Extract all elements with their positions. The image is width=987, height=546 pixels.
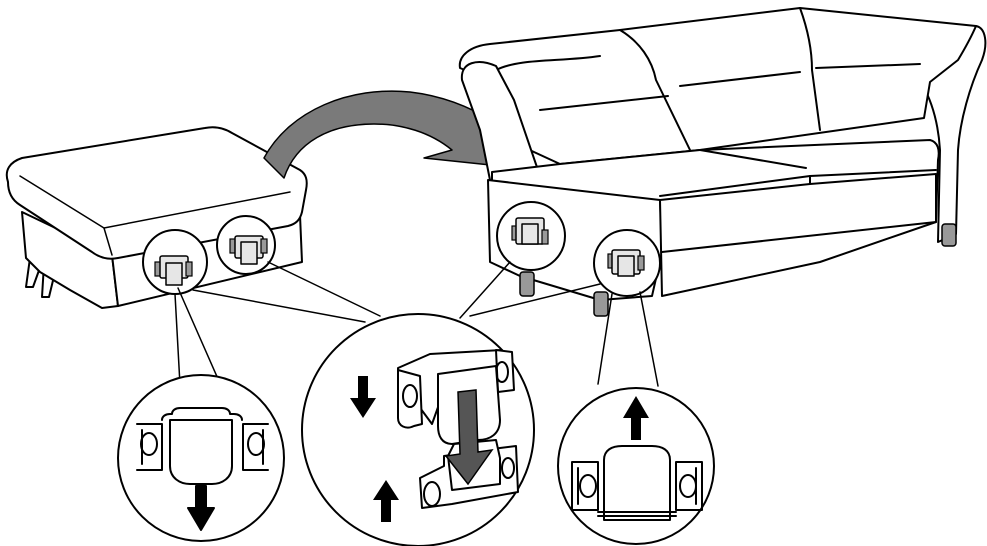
detail-callout-left: [117, 374, 285, 542]
arrow-up-icon: [623, 396, 649, 440]
sofa-foot: [519, 271, 535, 297]
move-arrow-icon: [263, 90, 503, 179]
detail-callout-right: [557, 387, 715, 545]
connector-bracket-icon: [511, 217, 549, 245]
connector-bracket-icon: [229, 235, 268, 265]
sofa-foot: [941, 223, 957, 247]
sofa-back: [458, 7, 977, 165]
sofa-foot: [593, 291, 609, 317]
arrow-down-icon: [444, 389, 494, 486]
right-module: [458, 7, 987, 317]
connector-bracket-icon: [154, 255, 193, 286]
leader-lines: [174, 261, 659, 389]
detail-callout-center: [301, 313, 535, 546]
arrow-up-icon: [373, 480, 399, 522]
connector-bracket-icon: [607, 249, 645, 277]
arrow-down-icon: [350, 376, 376, 418]
left-module: [5, 126, 308, 309]
arrow-down-icon: [187, 485, 215, 531]
